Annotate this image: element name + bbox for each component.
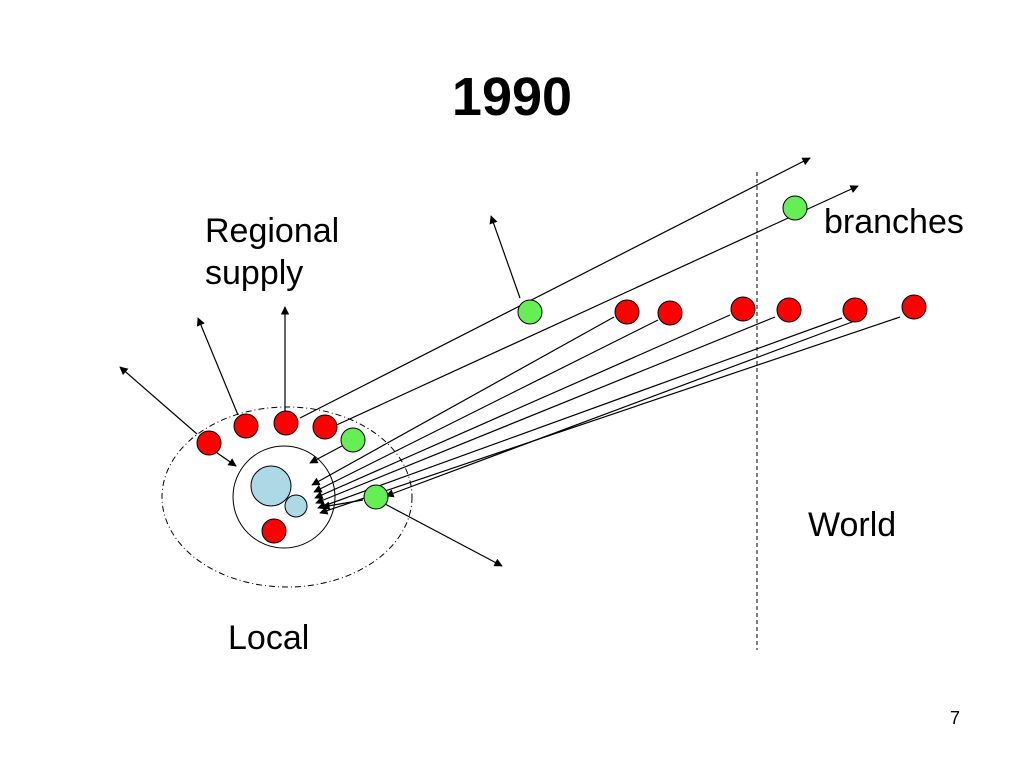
page-number: 7: [950, 708, 961, 728]
link-red-3: [314, 314, 731, 499]
regional-label-line-2: supply: [205, 254, 304, 292]
link-red-5: [317, 317, 843, 510]
regional-supplier-node: [233, 413, 259, 439]
distant-supplier-node: [901, 294, 927, 320]
link-to-world-lower: [329, 185, 859, 429]
local-firm-large: [250, 465, 292, 507]
branch-node: [782, 195, 808, 221]
local-firm-small: [284, 494, 308, 518]
regional-label-line-1: Regional: [205, 212, 340, 250]
branch-node: [363, 484, 389, 510]
branches-label: branches: [824, 203, 964, 241]
arrow-lower-in: [385, 318, 861, 498]
branch-node: [517, 299, 543, 325]
slide-title: 1990: [451, 67, 573, 127]
link-green-lower: [321, 499, 364, 510]
arrow-regional-out-up-1: [196, 317, 239, 416]
local-boundary: [232, 445, 336, 549]
local-label: Local: [228, 619, 310, 657]
distant-supplier-node: [614, 299, 640, 325]
link-red-6: [319, 316, 901, 515]
arrow-regional-out-left: [119, 366, 198, 435]
arrow-green-upper-out: [489, 215, 521, 299]
distant-supplier-node: [657, 300, 683, 326]
link-to-world-upper: [299, 157, 811, 419]
distant-supplier-node: [730, 296, 756, 322]
regional-supplier-node: [312, 414, 338, 440]
regional-supplier-node: [196, 430, 222, 456]
regional-boundary: [161, 406, 413, 588]
regional-supply-label: Regional supply: [205, 210, 339, 294]
distant-supplier-node: [776, 297, 802, 323]
branch-node: [340, 427, 366, 453]
arrow-green-lower-out: [384, 503, 503, 567]
world-label: World: [808, 506, 897, 544]
link-red-1: [311, 316, 615, 486]
link-green-mid: [309, 445, 343, 464]
distant-supplier-node: [842, 297, 868, 323]
link-red-4: [315, 316, 776, 505]
link-red-2: [313, 319, 659, 493]
regional-supplier-node: [273, 410, 299, 436]
local-supplier-node: [261, 518, 287, 544]
